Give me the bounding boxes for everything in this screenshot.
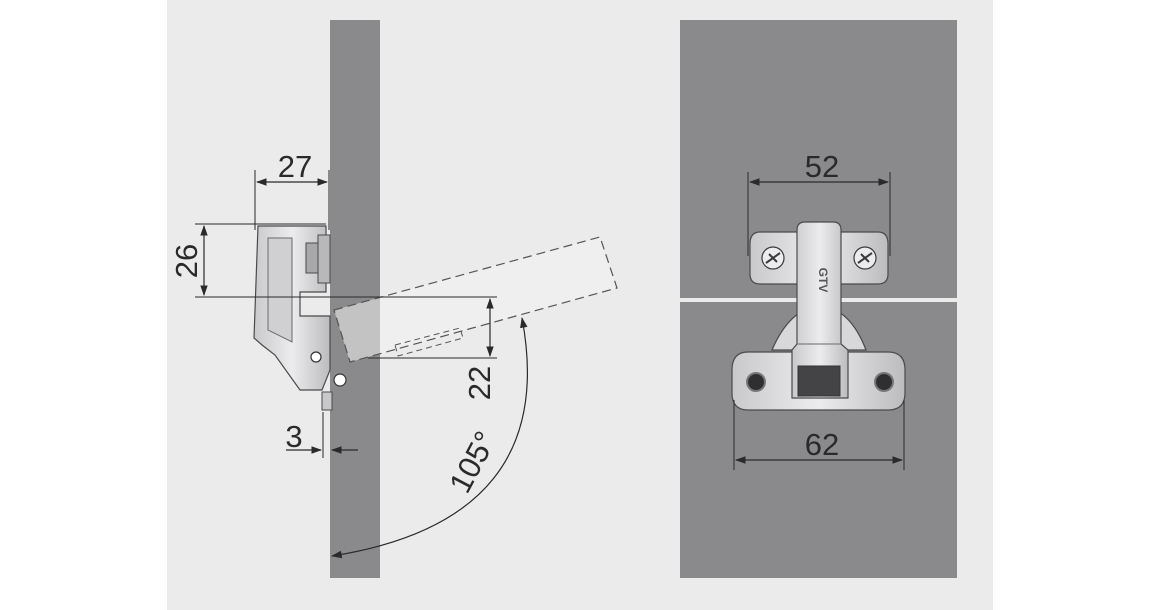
screw-icon [853, 246, 877, 270]
dimension-plate-width-label: 62 [805, 427, 839, 462]
dimension-plate-width: 62 [733, 400, 905, 470]
brand-logo-text: GTV [816, 268, 830, 293]
screw-icon [746, 372, 766, 392]
dimension-width: 27 [254, 149, 330, 230]
screw-icon [761, 246, 785, 270]
dimension-offset-label: 22 [462, 366, 497, 400]
arm-slot [797, 365, 841, 397]
dimension-screw-spacing-label: 52 [805, 149, 839, 184]
dimension-width-label: 27 [278, 149, 312, 184]
dimension-height-label: 26 [169, 244, 204, 278]
hinge-arm-front: GTV [791, 221, 849, 399]
front-view: GTV 52 62 [680, 20, 957, 578]
dimension-height: 26 [169, 223, 330, 298]
dimension-overlay-label: 3 [285, 419, 302, 454]
pivot-icon [333, 373, 347, 387]
side-view: 27 26 22 3 105° [169, 20, 618, 578]
pivot-icon [310, 351, 322, 363]
cabinet-side-panel [330, 20, 380, 578]
dimension-screw-spacing: 52 [747, 149, 891, 256]
screw-icon [874, 372, 894, 392]
